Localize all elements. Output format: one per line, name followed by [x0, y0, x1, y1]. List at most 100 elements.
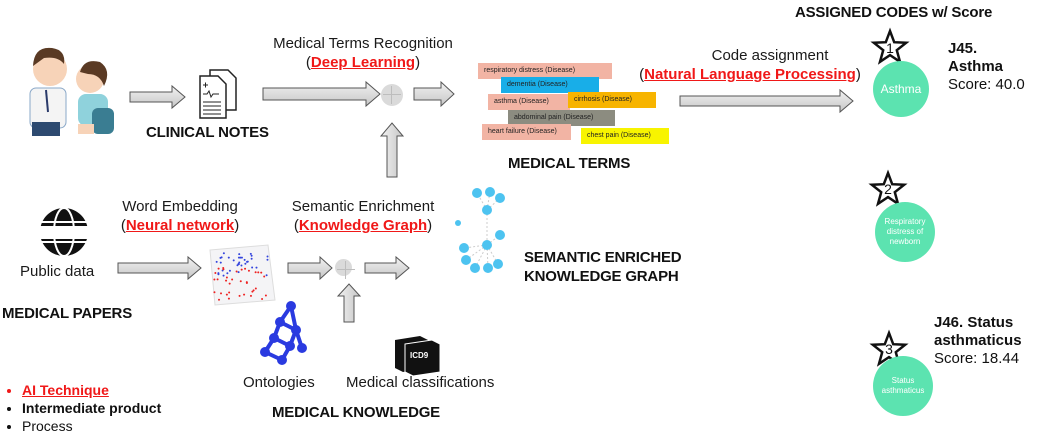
embedding-scatter-icon [209, 244, 276, 306]
legend-item-ai-technique: AI Technique [22, 381, 161, 399]
medical-terms-label: MEDICAL TERMS [508, 155, 631, 172]
scatter-point [218, 298, 221, 301]
arrow-terms-to-codes [679, 88, 854, 114]
scatter-point [232, 259, 235, 262]
scatter-point [217, 267, 220, 270]
scatter-point [222, 274, 225, 277]
clinical-notes-icon [199, 69, 237, 119]
word-embedding-title: Word Embedding [122, 198, 238, 215]
scatter-point [250, 254, 253, 257]
scatter-point [249, 252, 252, 255]
rank-number: 3 [885, 341, 893, 357]
deep-learning-label: Deep Learning [310, 54, 416, 71]
scatter-point [222, 267, 225, 270]
doctor-patient-icon [29, 47, 114, 136]
scatter-point [240, 256, 243, 259]
kg-node [455, 220, 461, 226]
knowledge-graph-technique-label: Knowledge Graph [298, 217, 428, 234]
scatter-point [214, 271, 217, 274]
rank-star-icon [868, 169, 908, 207]
kg-node [493, 259, 503, 269]
scatter-point [264, 294, 267, 297]
scatter-point [261, 297, 264, 300]
term-tag: asthma (Disease) [488, 94, 570, 110]
semantic-enrichment-title: Semantic Enrichment [291, 198, 435, 215]
legend-label: Process [22, 418, 73, 434]
scatter-point [239, 280, 242, 283]
scatter-point [228, 269, 231, 272]
kg-edge [486, 191, 491, 211]
scatter-point [217, 273, 220, 276]
scatter-point [243, 258, 246, 261]
arrow-embedding-to-enrichment [287, 255, 333, 281]
word-embedding-technique: (Neural network) [120, 217, 240, 234]
scatter-point [251, 290, 254, 293]
nlp-label: Natural Language Processing [644, 66, 856, 83]
kg-node [482, 240, 492, 250]
scatter-point [228, 291, 231, 294]
code-id: J45. [948, 40, 978, 57]
arrow-enrichment-to-kg [364, 255, 410, 281]
legend-label: AI Technique [22, 382, 109, 398]
ontologies-label: Ontologies [243, 374, 315, 391]
scatter-point [222, 252, 225, 255]
scatter-point [226, 272, 229, 275]
scatter-point [238, 253, 241, 256]
scatter-point [254, 271, 257, 274]
arrow-patient-to-notes [129, 84, 186, 110]
scatter-point [260, 271, 263, 274]
scatter-point [225, 279, 228, 282]
code-name: asthmaticus [934, 332, 1022, 349]
scatter-point [243, 293, 246, 296]
kg-label-line1: SEMANTIC ENRICHED [524, 249, 682, 266]
scatter-point [213, 291, 216, 294]
combine-operator-icon [381, 84, 403, 106]
term-tag: abdominal pain (Disease) [508, 110, 615, 126]
term-tag: chest pain (Disease) [581, 128, 669, 144]
scatter-point [249, 294, 252, 297]
semantic-enrichment-technique: (Knowledge Graph) [293, 217, 433, 234]
kg-label-line2: KNOWLEDGE GRAPH [524, 268, 679, 285]
scatter-point [227, 256, 230, 259]
assigned-codes-title: ASSIGNED CODES w/ Score [795, 4, 993, 21]
arrow-recognition-to-terms [413, 80, 455, 108]
code-node-respiratory-distress[interactable]: Respiratory distress of newborn [875, 202, 935, 262]
scatter-point [216, 278, 219, 281]
scatter-point [225, 293, 228, 296]
scatter-point [254, 287, 257, 290]
term-tag: cirrhosis (Disease) [568, 92, 656, 108]
scatter-point [227, 297, 230, 300]
code-assignment-title: Code assignment [711, 47, 829, 64]
code-info-asthma: J45. Asthma Score: 40.0 [948, 40, 1025, 94]
rank-star-icon [869, 329, 909, 367]
knowledge-graph-icon [455, 187, 505, 273]
clinical-notes-label: CLINICAL NOTES [146, 124, 269, 141]
term-tag: dementia (Disease) [501, 77, 599, 93]
rank-number: 2 [884, 181, 892, 197]
scatter-point [238, 261, 241, 264]
kg-edge [486, 197, 501, 211]
code-name: Asthma [948, 58, 1004, 75]
scatter-point [228, 282, 231, 285]
scatter-point [251, 266, 254, 269]
code-id: J46. Status [934, 314, 1014, 331]
scatter-point [239, 256, 242, 259]
scatter-point [263, 275, 266, 278]
kg-node [495, 193, 505, 203]
ontologies-molecule-icon [260, 301, 307, 365]
scatter-point [266, 255, 269, 258]
kg-node [482, 205, 492, 215]
code-score: Score: 18.44 [934, 350, 1020, 367]
scatter-point [265, 274, 268, 277]
legend-item-process: Process [22, 417, 161, 435]
kg-label: SEMANTIC ENRICHED KNOWLEDGE GRAPH [524, 248, 682, 286]
arrow-up-from-knowledge [336, 283, 362, 323]
neural-network-label: Neural network [125, 217, 235, 234]
scatter-point [250, 257, 253, 260]
kg-node [470, 263, 480, 273]
code-node-status-asthmaticus[interactable]: Status asthmaticus [873, 356, 933, 416]
scatter-point [220, 292, 223, 295]
code-node-asthma[interactable]: Asthma [873, 61, 929, 117]
arrow-up-to-recognition [379, 122, 405, 178]
scatter-point [244, 262, 247, 265]
